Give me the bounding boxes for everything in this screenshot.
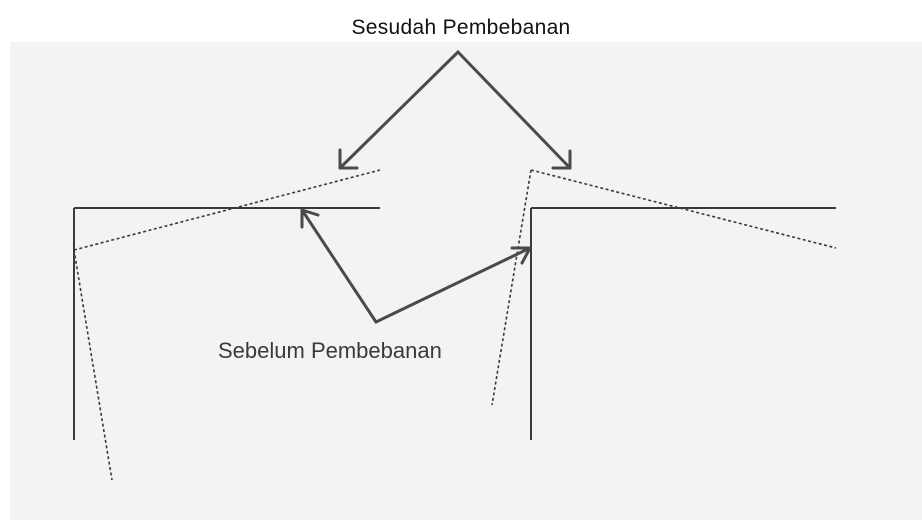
arrow-to-right-deformed	[456, 50, 572, 170]
after-loading-arrows	[338, 50, 572, 170]
left-column-deformed	[73, 249, 113, 481]
before-loading-arrows	[300, 208, 532, 324]
scanned-paper-background	[10, 42, 922, 520]
after-loading-label: Sesudah Pembebanan	[351, 16, 571, 39]
arrow-head-left-deformed	[338, 148, 359, 170]
right-joint-after-loading	[491, 169, 837, 406]
arrow-head-left-original	[300, 208, 320, 229]
right-joint-before-loading	[530, 207, 836, 440]
arrow-to-left-original	[300, 208, 378, 324]
right-column-deformed	[491, 169, 532, 406]
arrow-head-right-deformed	[551, 149, 572, 170]
arrow-to-right-original	[374, 246, 532, 324]
arrow-head-right-original	[510, 246, 532, 265]
arrow-to-left-deformed	[338, 50, 460, 170]
left-joint-before-loading	[73, 207, 380, 440]
left-joint-after-loading	[73, 169, 381, 481]
before-loading-label: Sebelum Pembebanan	[218, 338, 442, 363]
right-beam-deformed	[530, 169, 837, 249]
